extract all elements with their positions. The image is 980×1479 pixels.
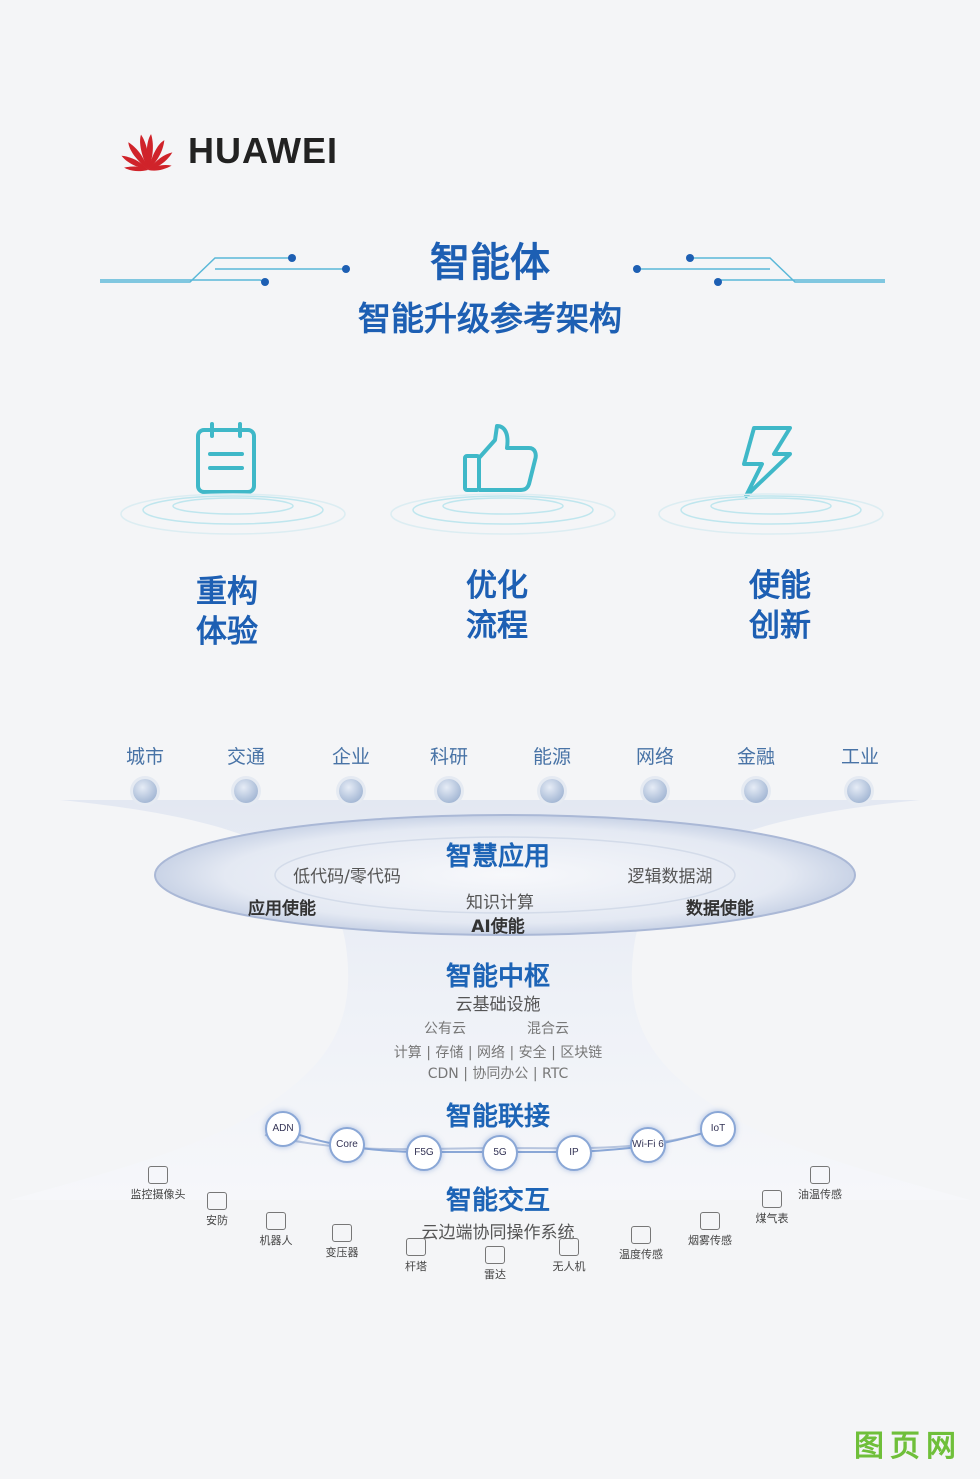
value-reshape-experience: 重构 体验	[157, 572, 297, 652]
node-5g: 5G	[482, 1135, 518, 1171]
interact-title: 智能交互	[445, 1186, 550, 1216]
device-transformer: 变压器	[302, 1224, 382, 1260]
manufacturing-icon	[847, 779, 871, 803]
value-line: 优化	[466, 568, 528, 604]
industry-energy: 能源	[532, 746, 571, 768]
industry-research: 科研	[429, 746, 468, 768]
node-ip: IP	[556, 1135, 592, 1171]
low-code-label: 低代码/零代码	[293, 867, 401, 887]
robot-icon	[266, 1212, 286, 1230]
ripple-decoration	[658, 493, 884, 535]
finance-icon	[744, 779, 768, 803]
industry-finance: 金融	[736, 746, 775, 768]
industry-network: 网络	[635, 746, 674, 768]
page-subtitle: 智能升级参考架构	[358, 299, 622, 338]
industry-enterprise: 企业	[331, 746, 370, 768]
node-wifi6: Wi-Fi 6	[630, 1127, 666, 1163]
node-core: Core	[329, 1127, 365, 1163]
device-camera: 监控摄像头	[118, 1166, 198, 1202]
device-robot: 机器人	[236, 1212, 316, 1248]
device-label: 烟雾传感	[688, 1234, 732, 1247]
temperature-sensor-icon	[631, 1226, 651, 1244]
app-enable-label: 应用使能	[248, 899, 316, 919]
page-title: 智能体	[430, 240, 550, 286]
knowledge-compute-label: 知识计算	[466, 893, 534, 913]
gas-meter-icon	[762, 1190, 782, 1208]
device-label: 变压器	[325, 1246, 359, 1259]
hub-title: 智能中枢	[445, 962, 550, 992]
transformer-icon	[332, 1224, 352, 1242]
value-line: 体验	[196, 614, 258, 650]
data-lake-label: 逻辑数据湖	[627, 867, 713, 887]
radar-icon	[485, 1246, 505, 1264]
device-radar: 雷达	[455, 1246, 535, 1282]
value-line: 创新	[749, 608, 811, 644]
calendar-icon	[196, 422, 256, 494]
device-security: 安防	[177, 1192, 257, 1228]
camera-icon	[148, 1166, 168, 1184]
tower-icon	[406, 1238, 426, 1256]
hybrid-cloud-label: 混合云	[527, 1021, 569, 1037]
infra-services-line-2: CDN | 协同办公 | RTC	[427, 1066, 569, 1082]
research-icon	[437, 779, 461, 803]
device-tower: 杆塔	[376, 1238, 456, 1274]
device-label: 杆塔	[405, 1260, 427, 1273]
city-icon	[133, 779, 157, 803]
device-label: 监控摄像头	[130, 1188, 186, 1201]
industry-manufacturing: 工业	[840, 746, 879, 768]
public-cloud-label: 公有云	[424, 1021, 466, 1037]
value-optimize-process: 优化 流程	[427, 566, 567, 646]
security-camera-icon	[207, 1192, 227, 1210]
cloud-infra-label: 云基础设施	[455, 995, 541, 1015]
value-line: 使能	[749, 568, 811, 604]
value-line: 重构	[196, 574, 258, 610]
industry-transport: 交通	[226, 746, 265, 768]
value-line: 流程	[466, 608, 528, 644]
connect-title: 智能联接	[445, 1102, 550, 1132]
watermark: 图页网	[854, 1429, 962, 1464]
device-gas-meter: 煤气表	[732, 1190, 812, 1226]
smoke-sensor-icon	[700, 1212, 720, 1230]
device-label: 安防	[206, 1214, 228, 1227]
value-enable-innovation: 使能 创新	[710, 566, 850, 646]
oil-temperature-sensor-icon	[810, 1166, 830, 1184]
device-smoke-sensor: 烟雾传感	[670, 1212, 750, 1248]
circuit-lines-decoration	[100, 254, 885, 286]
infra-services-line: 计算 | 存储 | 网络 | 安全 | 区块链	[393, 1045, 603, 1061]
ai-enable-label: AI使能	[471, 917, 525, 937]
transport-icon	[234, 779, 258, 803]
data-enable-label: 数据使能	[686, 899, 754, 919]
drone-icon	[559, 1238, 579, 1256]
device-label: 机器人	[259, 1234, 293, 1247]
industry-city: 城市	[125, 746, 164, 768]
ripple-decoration	[120, 493, 346, 535]
device-label: 油温传感	[798, 1188, 842, 1201]
node-adn: ADN	[265, 1111, 301, 1147]
device-temp-sensor: 温度传感	[601, 1226, 681, 1262]
device-drone: 无人机	[529, 1238, 609, 1274]
network-icon	[643, 779, 667, 803]
thumbs-up-icon	[463, 424, 538, 492]
device-label: 雷达	[484, 1268, 506, 1281]
enterprise-icon	[339, 779, 363, 803]
brand-name: HUAWEI	[188, 130, 338, 171]
node-iot: IoT	[700, 1111, 736, 1147]
energy-icon	[540, 779, 564, 803]
lightning-icon	[742, 426, 792, 498]
funnel-structure	[10, 800, 970, 1200]
device-oil-temp-sensor: 油温传感	[780, 1166, 860, 1202]
device-label: 温度传感	[619, 1248, 663, 1261]
smart-app-title: 智慧应用	[445, 842, 550, 872]
device-label: 无人机	[552, 1260, 586, 1273]
cloud-edge-os-label: 云边端协同操作系统	[421, 1223, 575, 1243]
device-label: 煤气表	[755, 1212, 789, 1225]
node-f5g: F5G	[406, 1135, 442, 1171]
huawei-logo	[121, 134, 173, 172]
ripple-decoration	[390, 493, 616, 535]
